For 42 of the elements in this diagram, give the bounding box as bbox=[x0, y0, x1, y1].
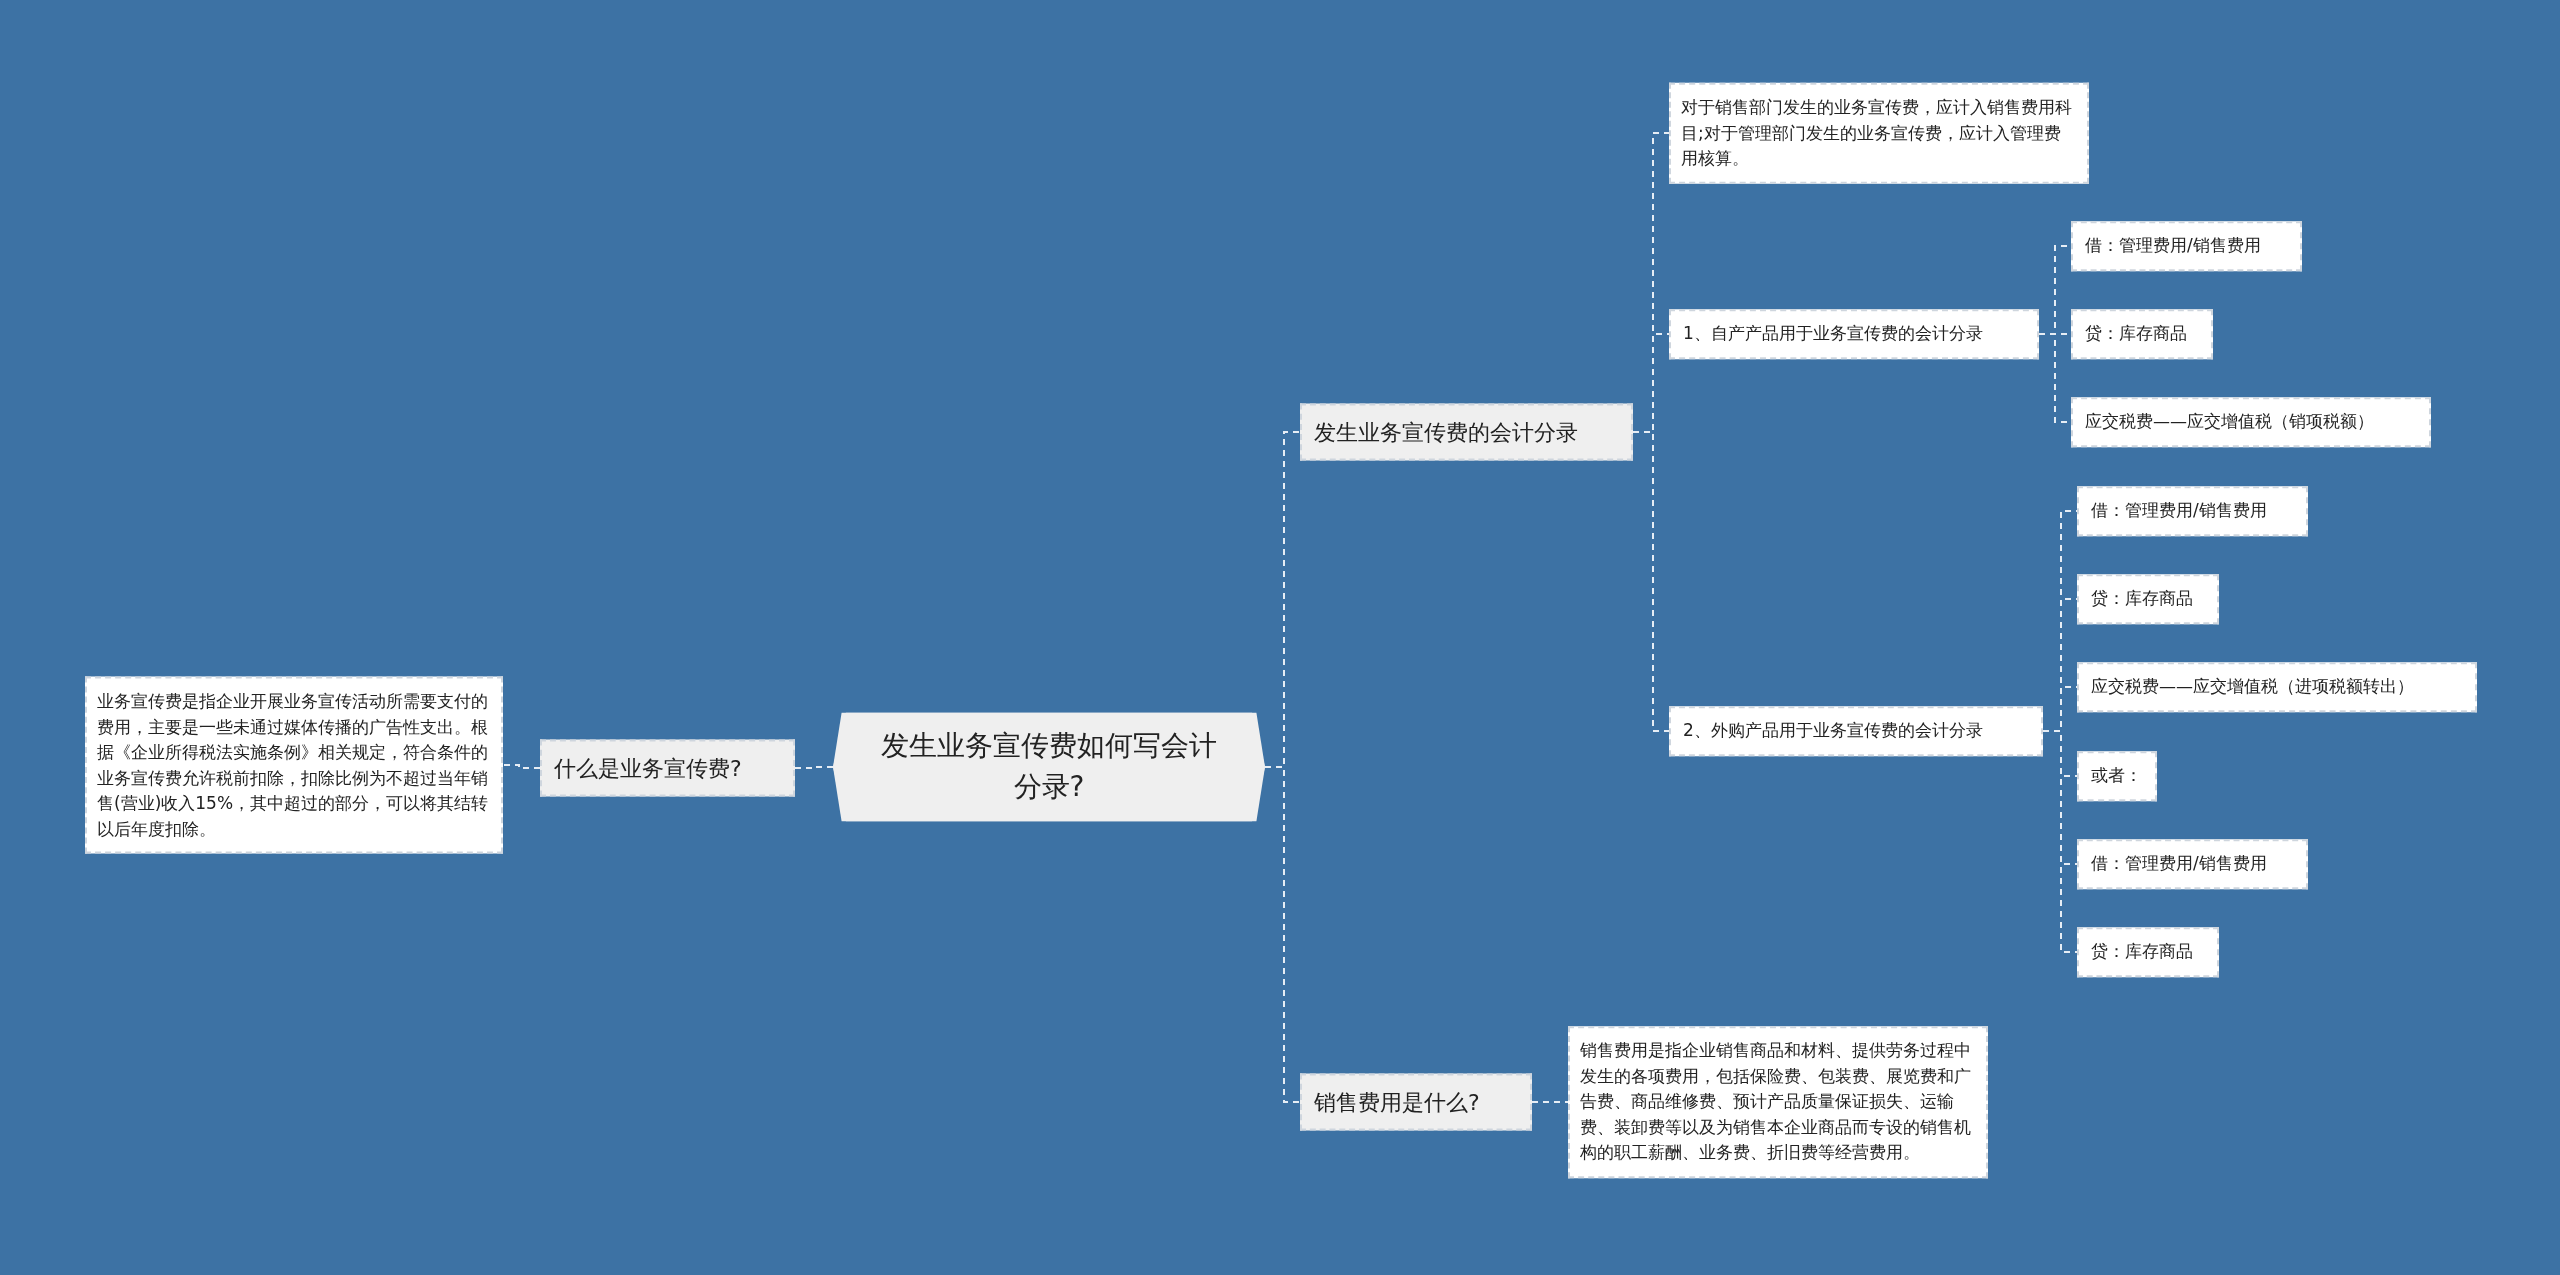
connector-line bbox=[1531, 1101, 1569, 1103]
node-text: 贷：库存商品 bbox=[2091, 587, 2194, 611]
node-text: 销售费用是指企业销售商品和材料、提供劳务过程中发生的各项费用，包括保险费、包装费、展览费和广告费、商品维修费、预计产品质量保证损失、运输费、装卸费等以及为销售本企业商品而专设的销售机构的职工薪酬、业务费、折旧费等经营费用。 bbox=[1580, 1039, 1972, 1165]
connector-line bbox=[502, 764, 541, 769]
subtopic-box bbox=[1669, 706, 2043, 756]
node-text: 贷：库存商品 bbox=[2085, 322, 2188, 346]
node-text: 发生业务宣传费如何写会计分录? bbox=[880, 728, 1218, 805]
node-text: 应交税费——应交增值税（进项税额转出） bbox=[2091, 675, 2415, 699]
node-text: 什么是业务宣传费? bbox=[554, 754, 743, 783]
connector-line bbox=[1264, 766, 1301, 1103]
node-text: 借：管理费用/销售费用 bbox=[2091, 852, 2268, 876]
node-text: 借：管理费用/销售费用 bbox=[2085, 234, 2262, 258]
subtopic-box bbox=[2077, 574, 2219, 624]
note-box bbox=[85, 676, 503, 854]
node-text: 对于销售部门发生的业务宣传费，应计入销售费用科目;对于管理部门发生的业务宣传费，应计入管理费用核算。 bbox=[1681, 95, 2073, 170]
connector-line bbox=[794, 766, 834, 769]
subtopic-box bbox=[2071, 309, 2213, 359]
node-text: 1、自产产品用于业务宣传费的会计分录 bbox=[1683, 322, 1984, 346]
topic-box bbox=[1300, 403, 1633, 461]
central-topic bbox=[833, 712, 1265, 822]
topic-box bbox=[1300, 1073, 1532, 1131]
subtopic-box bbox=[2071, 221, 2302, 271]
note-box bbox=[1669, 82, 2089, 184]
node-text: 或者： bbox=[2091, 764, 2143, 788]
subtopic-box bbox=[2077, 486, 2308, 536]
connector-line bbox=[2042, 730, 2078, 953]
subtopic-box bbox=[2077, 751, 2157, 801]
subtopic-box bbox=[2077, 662, 2477, 712]
node-text: 发生业务宣传费的会计分录 bbox=[1314, 418, 1579, 447]
topic-box bbox=[540, 739, 795, 797]
node-text: 2、外购产品用于业务宣传费的会计分录 bbox=[1683, 719, 1984, 743]
subtopic-box bbox=[2077, 927, 2219, 977]
node-text: 销售费用是什么? bbox=[1314, 1088, 1481, 1117]
node-text: 应交税费——应交增值税（销项税额） bbox=[2085, 410, 2375, 434]
connector-line bbox=[1632, 431, 1670, 732]
note-box bbox=[1568, 1026, 1988, 1178]
subtopic-box bbox=[2077, 839, 2308, 889]
subtopic-box bbox=[2071, 397, 2431, 447]
subtopic-box bbox=[1669, 309, 2039, 359]
node-text: 业务宣传费是指企业开展业务宣传活动所需要支付的费用，主要是一些未通过媒体传播的广告性支出。根据《企业所得税法实施条例》相关规定，符合条件的业务宣传费允许税前扣除，扣除比例为不超过当年销售(营业)收入15%，其中超过的部分，可以将其结转以后年度扣除。 bbox=[97, 689, 490, 840]
node-text: 贷：库存商品 bbox=[2091, 940, 2194, 964]
node-text: 借：管理费用/销售费用 bbox=[2091, 499, 2268, 523]
